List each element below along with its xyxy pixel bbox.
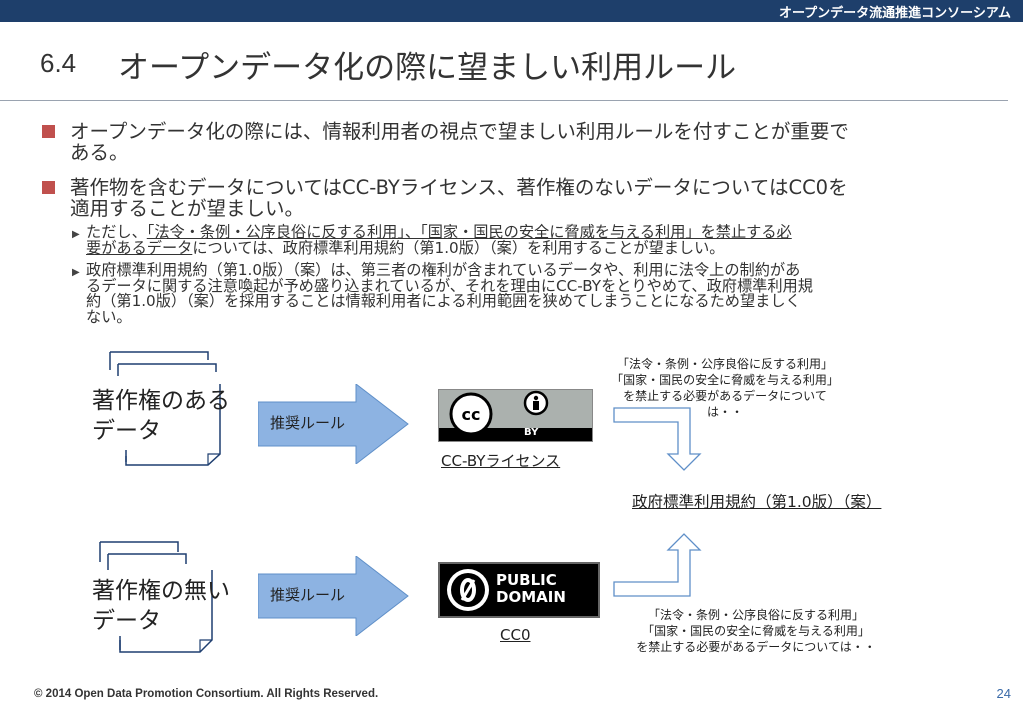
note-line: を禁止する必要があるデータについては・・ — [623, 389, 827, 419]
note-line: を禁止する必要があるデータについては・・ — [636, 640, 876, 654]
doc-label-line: データ — [92, 608, 161, 634]
sub2-line-4: ない。 — [86, 307, 132, 326]
sub2-line-1: 政府標準利用規約（第1.0版）（案）は、第三者の権利が含まれているデータや、利用… — [86, 261, 801, 279]
gov-standard-terms[interactable]: 政府標準利用規約（第1.0版）（案） — [632, 493, 882, 511]
triangle-bullet-icon: ▶ — [72, 267, 80, 278]
doc-label-line: データ — [92, 418, 161, 444]
sub2-line-2: るデータに関する注意喚起が予め盛り込まれているが、それを理由にCC-BYをとりや… — [86, 276, 813, 295]
public-domain-text: PUBLIC DOMAIN — [496, 572, 566, 606]
recommend-arrow-icon — [258, 384, 409, 464]
note-line: 「国家・国民の安全に脅威を与える利用」 — [611, 373, 839, 387]
title-divider — [0, 100, 1008, 101]
triangle-bullet-icon: ▶ — [72, 229, 80, 240]
sub1-pre: ただし、 — [86, 223, 147, 241]
bullet-2-line-2: 適用することが望ましい。 — [70, 197, 305, 220]
bent-arrow-down-icon — [613, 407, 702, 471]
note-top: 「法令・条例・公序良俗に反する利用」 「国家・国民の安全に脅威を与える利用」 を… — [610, 356, 840, 420]
arrow-label-top: 推奨ルール — [270, 414, 346, 432]
public-domain-logo-icon — [440, 564, 598, 616]
recommend-arrow-icon — [258, 556, 409, 636]
bullet-2: 著作物を含むデータについてはCC-BYライセンス、著作権のないデータについてはC… — [42, 177, 982, 219]
header-bar: オープンデータ流通推進コンソーシアム — [0, 0, 1023, 22]
sub-bullet-1: ▶ ただし、「法令・条例・公序良俗に反する利用」、「国家・国民の安全に脅威を与え… — [72, 223, 976, 257]
cc-by-badge-text: BY — [524, 427, 539, 438]
sub1-underlined-2: 要があるデータ — [86, 238, 193, 257]
note-line: 「国家・国民の安全に脅威を与える利用」 — [642, 624, 870, 638]
doc-label-copyrighted: 著作権のある データ — [92, 386, 230, 446]
org-name: オープンデータ流通推進コンソーシアム — [778, 6, 1011, 21]
page-number: 24 — [996, 686, 1011, 701]
doc-label-no-copyright: 著作権の無い データ — [92, 576, 230, 636]
sub2-line-3: 約（第1.0版）（案）を採用することは情報利用者による利用範囲を狭めてしまうこと… — [86, 292, 801, 310]
sub1-post: については、政府標準利用規約（第1.0版）（案）を利用することが望ましい。 — [192, 238, 725, 257]
public-domain-badge: PUBLIC DOMAIN — [438, 562, 600, 618]
section-number: 6.4 — [40, 48, 77, 78]
sub-bullet-2: ▶ 政府標準利用規約（第1.0版）（案）は、第三者の権利が含まれているデータや、… — [72, 261, 976, 326]
svg-text:cc: cc — [462, 405, 481, 424]
doc-label-line: 著作権の無い — [92, 578, 230, 604]
note-line: 「法令・条例・公序良俗に反する利用」 — [647, 608, 864, 622]
note-line: 「法令・条例・公序良俗に反する利用」 — [616, 357, 833, 371]
bullet-1: オープンデータ化の際には、情報利用者の視点で望ましい利用ルールを付すことが重要で… — [42, 121, 982, 163]
cc-by-logo-icon: cc — [439, 390, 592, 441]
document-stack-icon — [99, 541, 213, 653]
bullet-1-line-2: ある。 — [70, 141, 129, 164]
bullet-2-line-1: 著作物を含むデータについてはCC-BYライセンス、著作権のないデータについてはC… — [70, 176, 848, 199]
bent-arrow-up-icon — [613, 533, 702, 597]
badge-line: DOMAIN — [496, 588, 566, 606]
doc-label-line: 著作権のある — [92, 388, 230, 414]
caption-cc-by[interactable]: CC-BYライセンス — [441, 452, 561, 470]
page-title: オープンデータ化の際に望ましい利用ルール — [118, 50, 737, 86]
bullet-square-icon — [42, 125, 55, 138]
note-bottom: 「法令・条例・公序良俗に反する利用」 「国家・国民の安全に脅威を与える利用」 を… — [636, 607, 876, 655]
sub1-underlined-1: 「法令・条例・公序良俗に反する利用」、「国家・国民の安全に脅威を与える利用」を禁… — [146, 223, 792, 241]
bullet-1-line-1: オープンデータ化の際には、情報利用者の視点で望ましい利用ルールを付すことが重要で — [70, 120, 849, 143]
copyright-footer: © 2014 Open Data Promotion Consortium. A… — [34, 688, 379, 700]
bullet-square-icon — [42, 181, 55, 194]
caption-cc0[interactable]: CC0 — [500, 626, 531, 644]
badge-line: PUBLIC — [496, 571, 557, 589]
cc-by-badge: cc BY — [438, 389, 593, 442]
slide-title: 6.4 オープンデータ化の際に望ましい利用ルール — [0, 30, 1023, 100]
document-stack-icon — [109, 351, 221, 466]
arrow-label-bottom: 推奨ルール — [270, 586, 346, 604]
